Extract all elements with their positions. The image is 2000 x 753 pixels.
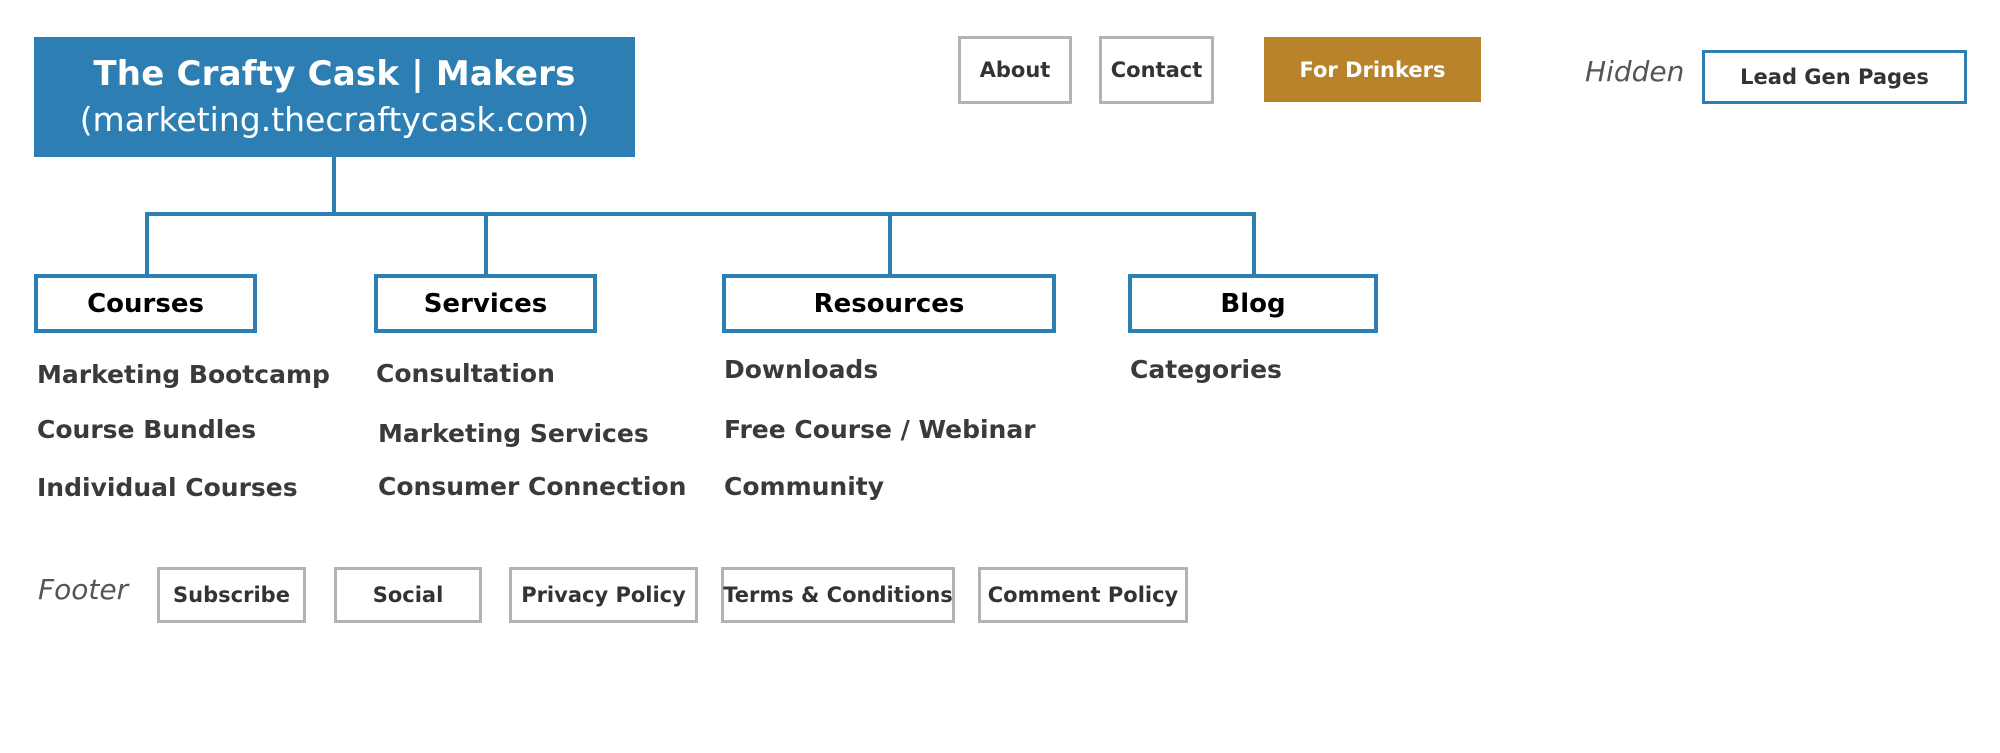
services-item-marketing-services[interactable]: Marketing Services	[378, 419, 649, 448]
connector-root-stem	[332, 157, 336, 214]
footer-social-button[interactable]: Social	[334, 567, 482, 623]
contact-button[interactable]: Contact	[1099, 36, 1214, 104]
root-subtitle: (marketing.thecraftycask.com)	[79, 100, 590, 139]
connector-horizontal-bar	[145, 212, 1255, 216]
for-drinkers-button[interactable]: For Drinkers	[1264, 37, 1481, 102]
root-title: The Crafty Cask | Makers	[93, 54, 576, 94]
blog-item-categories[interactable]: Categories	[1130, 355, 1282, 384]
hidden-label: Hidden	[1585, 55, 1685, 88]
footer-comment-policy-button[interactable]: Comment Policy	[978, 567, 1188, 623]
section-services[interactable]: Services	[374, 274, 597, 333]
section-blog[interactable]: Blog	[1128, 274, 1378, 333]
lead-gen-pages-button[interactable]: Lead Gen Pages	[1702, 50, 1967, 104]
courses-item-marketing-bootcamp[interactable]: Marketing Bootcamp	[37, 360, 330, 389]
section-courses[interactable]: Courses	[34, 274, 257, 333]
courses-item-course-bundles[interactable]: Course Bundles	[37, 415, 257, 444]
footer-subscribe-button[interactable]: Subscribe	[157, 567, 306, 623]
connector-resources	[888, 212, 892, 274]
services-item-consultation[interactable]: Consultation	[376, 359, 555, 388]
connector-services	[484, 212, 488, 274]
footer-privacy-policy-button[interactable]: Privacy Policy	[509, 567, 698, 623]
services-item-consumer-connection[interactable]: Consumer Connection	[378, 472, 687, 501]
resources-item-free-course-webinar[interactable]: Free Course / Webinar	[724, 415, 1036, 444]
connector-blog	[1252, 212, 1256, 274]
section-resources[interactable]: Resources	[722, 274, 1056, 333]
about-button[interactable]: About	[958, 36, 1072, 104]
footer-label: Footer	[38, 573, 129, 606]
connector-courses	[145, 212, 149, 274]
root-node: The Crafty Cask | Makers (marketing.thec…	[34, 37, 635, 157]
courses-item-individual-courses[interactable]: Individual Courses	[37, 473, 298, 502]
resources-item-downloads[interactable]: Downloads	[724, 355, 879, 384]
resources-item-community[interactable]: Community	[724, 472, 885, 501]
footer-terms-conditions-button[interactable]: Terms & Conditions	[721, 567, 955, 623]
